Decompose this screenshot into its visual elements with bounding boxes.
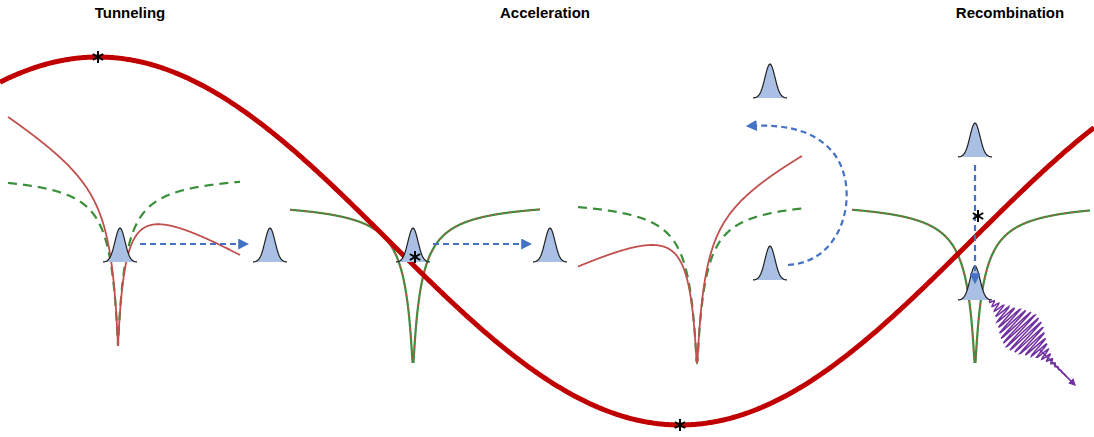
wave-packet — [753, 246, 787, 280]
step-heading: Acceleration — [500, 4, 590, 21]
tilted-potential — [578, 156, 802, 362]
coulomb-potential — [8, 182, 240, 346]
tilted-potential — [8, 117, 240, 346]
motion-arrow — [140, 243, 247, 245]
field-free-potential — [290, 209, 540, 362]
coulomb-potential — [290, 209, 540, 362]
wave-packet — [396, 228, 430, 262]
coulomb-potential — [852, 210, 1090, 362]
motion-arrow — [974, 165, 976, 282]
wave-packet — [958, 266, 992, 300]
motion-arrow — [433, 243, 530, 245]
wave-packet — [253, 228, 287, 262]
photon-arrow — [1039, 349, 1074, 384]
coulomb-potential — [578, 207, 802, 362]
time-marker — [410, 251, 420, 263]
laser-field-curve — [0, 57, 1094, 425]
field-free-potential — [852, 210, 1090, 362]
wave-packet — [753, 64, 787, 98]
motion-arrow — [748, 126, 847, 265]
potential-wells — [8, 117, 1090, 362]
step-heading: Tunneling — [95, 4, 166, 21]
time-marker — [675, 419, 685, 431]
wave-packet — [533, 228, 567, 262]
time-marker — [973, 210, 983, 222]
time-marker — [93, 51, 103, 63]
wave-packet — [958, 123, 992, 157]
step-heading: Recombination — [956, 4, 1064, 21]
wave-packet — [103, 228, 137, 262]
